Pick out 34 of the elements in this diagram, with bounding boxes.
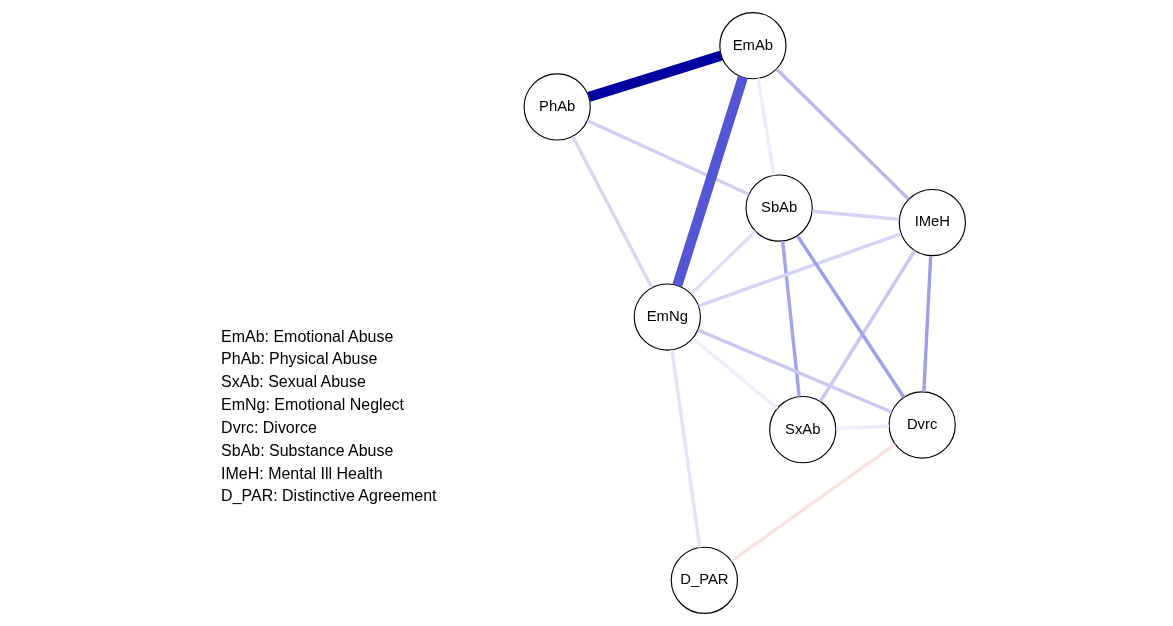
connector	[811, 209, 899, 222]
connector	[697, 232, 901, 308]
node-circle: Dvrc	[888, 391, 956, 459]
node-circle: SxAb	[768, 396, 836, 464]
connector	[835, 424, 889, 431]
label: PhAb: Physical Abuse	[220, 350, 377, 368]
connector	[756, 78, 775, 176]
node-circle: IMeH	[898, 188, 966, 257]
label: IMeH: Mental Ill Health	[220, 464, 383, 482]
node-circle: EmAb	[718, 12, 787, 80]
connector	[587, 50, 723, 102]
label: EmNg: Emotional Neglect	[220, 396, 404, 414]
node-circle: SbAb	[744, 174, 813, 242]
node-circle: D_PAR	[670, 546, 738, 614]
connector	[586, 119, 749, 196]
connector	[697, 328, 892, 414]
label: D_PAR: Distinctive Agreement	[220, 487, 436, 505]
label: SxAb: Sexual Abuse	[220, 373, 366, 391]
connector	[691, 337, 778, 410]
connector	[775, 67, 910, 201]
connector	[689, 229, 757, 295]
node-circle: EmNg	[633, 283, 701, 351]
connector	[730, 442, 896, 563]
label: EmAb: Emotional Abuse	[220, 327, 393, 345]
connector	[780, 240, 801, 397]
label: SbAb: Substance Abuse	[220, 441, 393, 459]
connector	[818, 250, 916, 403]
node-circle: PhAb	[523, 73, 591, 141]
connector	[570, 135, 653, 289]
label: Dvrc: Divorce	[220, 418, 317, 436]
connector	[921, 255, 932, 392]
connector	[671, 75, 748, 287]
connector	[669, 349, 701, 548]
connector	[795, 235, 905, 399]
